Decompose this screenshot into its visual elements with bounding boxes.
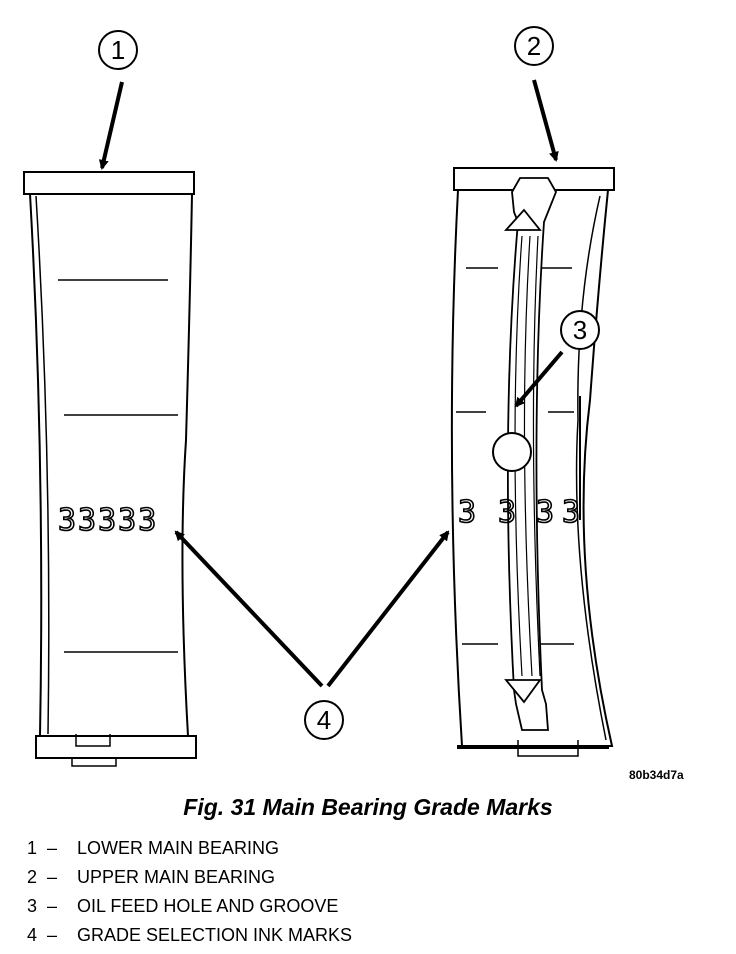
legend-list: 1–LOWER MAIN BEARING 2–UPPER MAIN BEARIN… [27, 838, 352, 954]
legend-text: OIL FEED HOLE AND GROOVE [77, 896, 339, 916]
lower-ink-marks: 33333 [58, 503, 158, 538]
lower-bearing-shell [28, 193, 194, 737]
groove-bottom-tab [504, 679, 542, 704]
legend-number: 3 [27, 896, 38, 916]
upper-bearing-inner-curve [575, 195, 607, 741]
lower-bearing-top-lip [23, 171, 195, 195]
legend-text: UPPER MAIN BEARING [77, 867, 276, 887]
callout-1-label: 1 [111, 35, 125, 65]
figure-caption: Fig. 31 Main Bearing Grade Marks [183, 794, 553, 820]
legend-number: 1 [27, 838, 38, 858]
callout-2: 2 [514, 26, 559, 162]
callout-3: 3 [514, 310, 600, 408]
upper-bearing-bottom-base [517, 740, 579, 757]
legend-number: 2 [27, 867, 38, 887]
upper-ink-mark-4: 3 [562, 495, 582, 530]
callout-1: 1 [98, 30, 138, 170]
legend-dash: – [47, 925, 58, 945]
lower-bearing-tang [75, 734, 111, 747]
upper-bearing-bottom-lip [457, 745, 609, 749]
legend-item: 2–UPPER MAIN BEARING [27, 867, 352, 896]
lower-bearing-tang-foot [71, 758, 117, 767]
legend-text: GRADE SELECTION INK MARKS [77, 925, 353, 945]
groove-top-tab [503, 208, 542, 231]
upper-ink-mark-2: 3 [498, 495, 518, 530]
lower-bearing-back-face [35, 195, 50, 735]
figure-reference-code: 80b34d7a [629, 768, 684, 782]
oil-feed-hole [492, 432, 532, 472]
legend-item: 3–OIL FEED HOLE AND GROOVE [27, 896, 352, 925]
legend-dash: – [47, 867, 58, 887]
lower-bearing-bottom-lip [35, 735, 197, 759]
upper-ink-mark-1: 3 [458, 495, 478, 530]
legend-item: 4–GRADE SELECTION INK MARKS [27, 925, 352, 954]
legend-item: 1–LOWER MAIN BEARING [27, 838, 352, 867]
lower-main-bearing [23, 171, 197, 767]
legend-number: 4 [27, 925, 38, 945]
legend-dash: – [47, 896, 58, 916]
upper-ink-mark-3: 3 [536, 495, 556, 530]
bearing-diagram: 33333 3 3 3 3 1 [23, 26, 615, 767]
callout-4: 4 [174, 530, 450, 740]
callout-4-label: 4 [317, 705, 331, 735]
legend-text: LOWER MAIN BEARING [77, 838, 280, 858]
callout-2-label: 2 [527, 31, 541, 61]
legend-dash: – [47, 838, 58, 858]
callout-3-label: 3 [573, 315, 587, 345]
